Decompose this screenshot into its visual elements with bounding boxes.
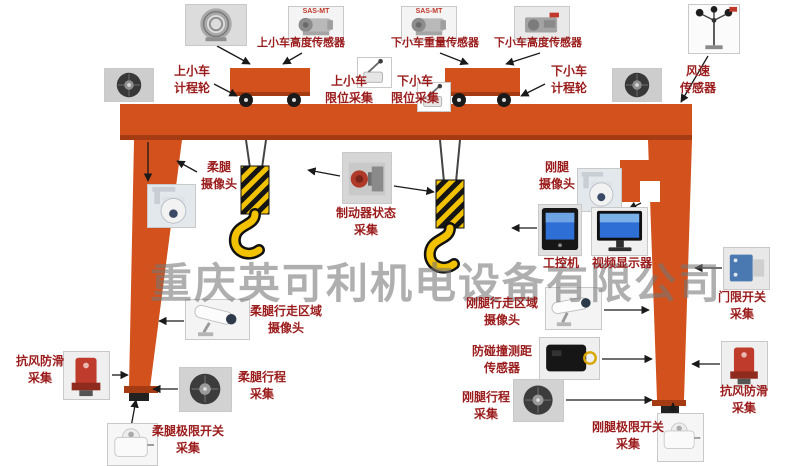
rigid-leg-area-camera-photo [545, 287, 602, 330]
dome-camera-icon [152, 186, 187, 224]
bullet-camera-icon [551, 297, 591, 327]
rigid-leg-dome-camera-photo [577, 168, 622, 212]
label-wind-speed-sensor: 风速 传感器 [679, 64, 716, 95]
gantry-beam [120, 104, 692, 140]
encoder-motor-icon [298, 17, 333, 36]
lower-trolley-limit-switch-photo [417, 82, 451, 112]
dome-camera-icon [581, 172, 614, 207]
door-limit-switch-photo [723, 247, 770, 290]
label-flexible-leg-travel: 柔腿行程 采集 [237, 370, 286, 401]
upper-trolley [230, 68, 310, 107]
flexible-leg [124, 140, 182, 401]
label-rigid-leg-camera: 刚腿 摄像头 [538, 160, 575, 191]
flexible-leg-limit-switch-photo [107, 423, 158, 466]
label-industrial-pc: 工控机 [542, 256, 579, 270]
label-anti-wind-left: 抗风防滑 采集 [15, 354, 64, 385]
wheel-icon [116, 72, 142, 98]
label-brake-status: 制动器状态 采集 [335, 206, 396, 237]
label-flexible-leg-area-camera: 柔腿行走区域 摄像头 [249, 304, 322, 335]
label-flexible-leg-camera: 柔腿 摄像头 [200, 160, 237, 191]
label-door-limit-switch: 门限开关 采集 [717, 290, 766, 321]
anemometer-photo [688, 4, 740, 54]
lower-trolley-height-sensor-photo [514, 6, 570, 41]
label-lower-trolley-weight-sensor: 下小车重量传感器 [391, 37, 479, 49]
wind-cups-icon [695, 5, 738, 50]
label-rigid-leg-limit-switch: 刚腿极限开关 采集 [591, 420, 664, 451]
label-lower-trolley-limit: 下小车 限位采集 [390, 74, 439, 105]
brake-icon [348, 162, 386, 196]
industrial-pc-photo [538, 204, 582, 256]
label-video-display: 视频显示器 [591, 256, 652, 270]
door-switch-icon [729, 254, 765, 282]
load-ring-icon [200, 8, 232, 42]
bullet-camera-icon [194, 304, 237, 337]
label-lower-trolley-odometer: 下小车 计程轮 [550, 64, 587, 95]
label-anti-wind-right: 抗风防滑 采集 [719, 384, 768, 415]
anti-collision-sensor-photo [539, 337, 600, 380]
flexible-leg-dome-camera-photo [147, 184, 196, 228]
limit-switch-box-icon [663, 422, 701, 449]
lower-trolley-weight-sensor-photo: SAS-MT [401, 6, 457, 41]
label-rigid-leg-travel: 刚腿行程 采集 [461, 390, 510, 421]
hook-assembly-right [423, 139, 465, 274]
upper-trolley-limit-switch-photo [357, 57, 392, 88]
lower-odometer-wheel-photo [612, 68, 662, 102]
label-lower-trolley-height-sensor: 下小车高度传感器 [494, 37, 582, 49]
sensor-model-badge: SAS-MT [302, 8, 330, 15]
rigid-leg-travel-wheel-photo [513, 379, 564, 422]
touch-panel-icon [541, 208, 579, 251]
monitor-icon [596, 210, 643, 252]
wheel-icon [523, 385, 553, 415]
anti-wind-clamp-right-photo [721, 341, 768, 388]
upper-trolley-weight-sensor-photo [185, 4, 247, 46]
flexible-leg-travel-wheel-photo [179, 367, 232, 412]
label-upper-trolley-odometer: 上小车 计程轮 [173, 64, 210, 95]
upper-trolley-height-sensor-photo: SAS-MT [288, 6, 344, 41]
flexible-leg-area-camera-photo [185, 299, 250, 340]
lower-trolley [445, 68, 520, 107]
height-sensor-icon [525, 12, 559, 33]
label-upper-trolley-height-sensor: 上小车高度传感器 [257, 37, 345, 49]
limit-switch-icon [363, 58, 383, 83]
label-upper-trolley-limit: 上小车 限位采集 [324, 74, 373, 105]
wheel-icon [624, 72, 650, 98]
rail-clamp-icon [730, 347, 758, 385]
hook-assembly-left [228, 139, 270, 260]
upper-odometer-wheel-photo [104, 68, 154, 102]
label-flexible-leg-limit-switch: 柔腿极限开关 采集 [151, 424, 224, 455]
limit-switch-icon [423, 83, 443, 107]
video-monitor-photo [591, 207, 648, 256]
anti-wind-clamp-left-photo [63, 351, 110, 400]
range-sensor-icon [546, 344, 597, 372]
encoder-motor-icon [411, 17, 446, 36]
operator-cab [620, 160, 660, 202]
limit-switch-box-icon [114, 428, 154, 457]
label-rigid-leg-area-camera: 刚腿行走区域 摄像头 [465, 296, 538, 327]
rail-clamp-icon [71, 357, 101, 397]
rigid-leg-limit-switch-photo [657, 413, 704, 462]
wheel-icon [189, 373, 221, 405]
sensor-model-badge: SAS-MT [415, 8, 443, 15]
label-anti-collision-sensor: 防碰撞测距 传感器 [471, 344, 532, 375]
brake-photo [342, 152, 392, 204]
